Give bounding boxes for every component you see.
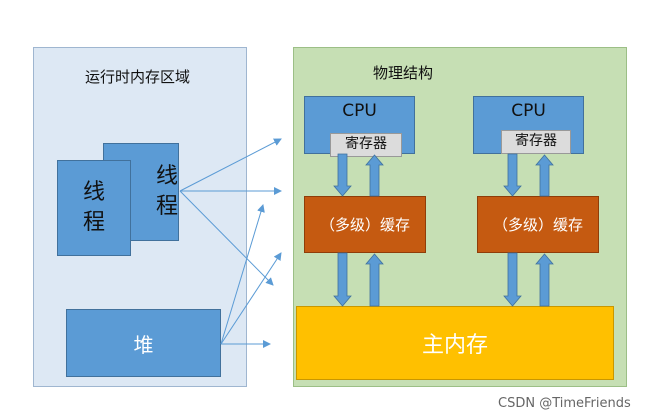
thread-box-front: 线程 xyxy=(57,160,131,256)
heap-label: 堆 xyxy=(133,332,154,357)
main-memory-box: 主内存 xyxy=(296,306,614,380)
arrow-thread-to-cpu xyxy=(179,138,282,192)
arrow-cpu2-up xyxy=(535,154,554,197)
arrow-cache2-up xyxy=(535,253,554,307)
register-box-1: 寄存器 xyxy=(330,133,402,157)
arrow-heap-up-2 xyxy=(220,204,265,345)
cpu-label-1: CPU xyxy=(342,101,377,121)
cache-box-1: （多级）缓存 xyxy=(304,196,426,253)
arrow-cache1-down xyxy=(333,252,352,307)
thread-label-back: 线程 xyxy=(156,164,179,219)
arrow-cpu1-up xyxy=(365,154,384,197)
cpu-box-2: CPU 寄存器 xyxy=(473,96,584,154)
cache-box-2: （多级）缓存 xyxy=(477,196,599,253)
register-box-2: 寄存器 xyxy=(501,130,571,154)
arrow-heap-up-1 xyxy=(220,252,282,345)
arrow-thread-to-memory xyxy=(179,190,274,286)
thread-label-front: 线程 xyxy=(82,180,105,235)
arrow-cpu2-down xyxy=(503,153,522,197)
heap-box: 堆 xyxy=(66,309,221,377)
arrow-cache1-up xyxy=(365,253,384,307)
cpu-box-1: CPU 寄存器 xyxy=(304,96,415,157)
arrow-cache2-down xyxy=(503,252,522,307)
runtime-memory-title: 运行时内存区域 xyxy=(85,68,191,86)
physical-structure-title: 物理结构 xyxy=(373,64,434,82)
arrow-cpu1-down xyxy=(333,153,352,197)
cpu-label-2: CPU xyxy=(511,101,546,121)
watermark: CSDN @TimeFriends xyxy=(498,396,631,411)
